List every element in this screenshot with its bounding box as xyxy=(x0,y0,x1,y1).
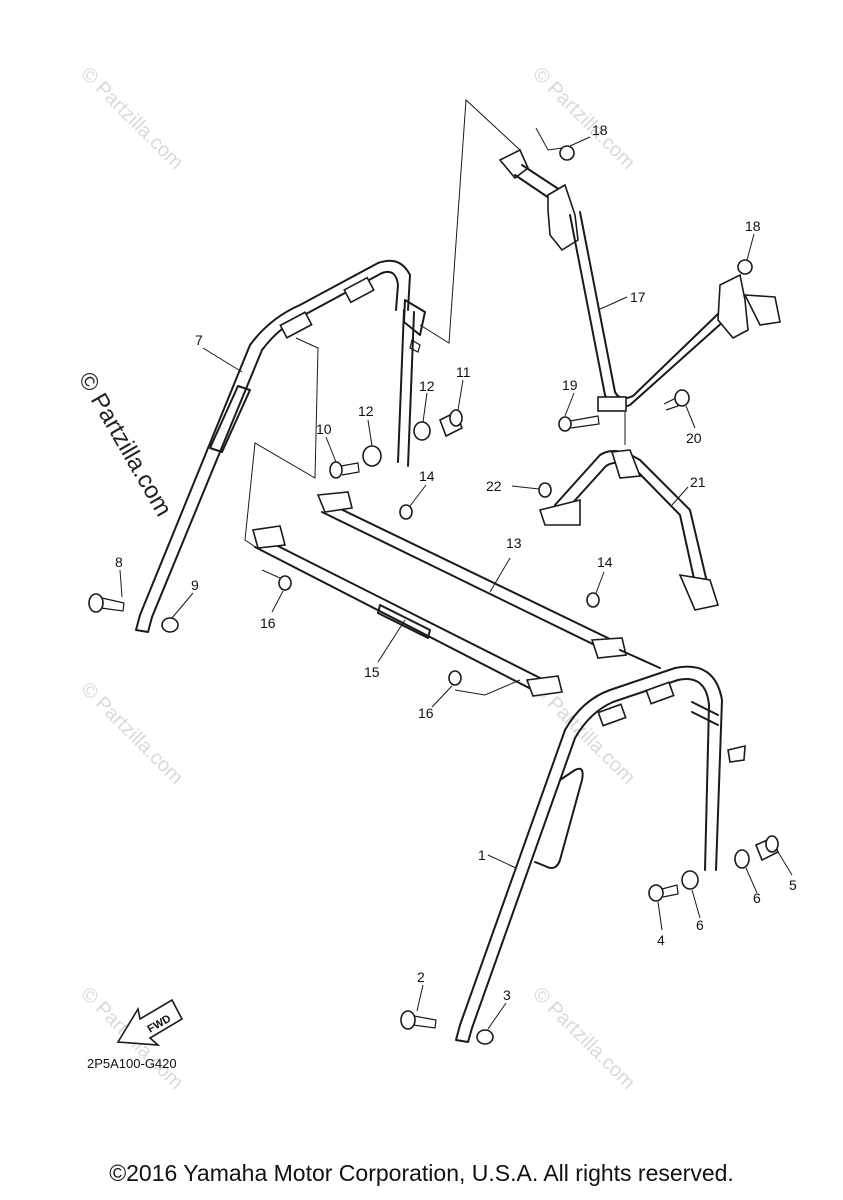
callout-15: 15 xyxy=(364,664,380,680)
watermark-bottom-right: © Partzilla.com xyxy=(528,983,639,1094)
callout-22: 22 xyxy=(486,478,502,494)
callout-21: 21 xyxy=(690,474,706,490)
bolt-part-16b xyxy=(448,670,462,686)
upper-bracket-part-17 xyxy=(498,148,781,412)
callout-10: 10 xyxy=(316,421,332,437)
nut-part-3 xyxy=(476,1029,494,1045)
bushing-part-12b xyxy=(413,421,431,441)
callout-19: 19 xyxy=(562,377,578,393)
callout-14b: 14 xyxy=(597,554,613,570)
callout-18b: 18 xyxy=(745,218,761,234)
bolt-part-14a xyxy=(399,504,413,520)
mounting-lines xyxy=(244,98,563,551)
bolt-part-18a xyxy=(559,145,575,161)
callout-11: 11 xyxy=(456,364,471,380)
callout-12a: 12 xyxy=(358,403,374,419)
fwd-arrow: FWD xyxy=(116,998,184,1046)
callout-3: 3 xyxy=(503,987,511,1003)
bolt-part-14b xyxy=(586,592,600,608)
watermark-mid-left: © Partzilla.com xyxy=(76,678,187,789)
bolt-part-10 xyxy=(329,461,360,479)
callout-17: 17 xyxy=(630,289,646,305)
bushing-part-6b xyxy=(734,849,750,869)
cross-bar-part-15 xyxy=(251,525,563,697)
bolt-part-8 xyxy=(88,593,125,613)
callout-2: 2 xyxy=(417,969,425,985)
callouts: 1 2 3 4 5 6 6 7 8 9 10 11 12 12 13 14 14… xyxy=(115,122,797,1003)
callout-9: 9 xyxy=(191,577,199,593)
callout-16b: 16 xyxy=(418,705,434,721)
callout-5: 5 xyxy=(789,877,797,893)
bolt-part-19 xyxy=(558,415,600,432)
callout-12b: 12 xyxy=(419,378,435,394)
callout-8: 8 xyxy=(115,554,123,570)
callout-18a: 18 xyxy=(592,122,608,138)
watermark-main: © Partzilla.com xyxy=(73,368,177,522)
callout-13: 13 xyxy=(506,535,522,551)
callout-16a: 16 xyxy=(260,615,276,631)
parts-diagram: © Partzilla.com © Partzilla.com © Partzi… xyxy=(73,63,797,1094)
copyright-notice: ©2016 Yamaha Motor Corporation, U.S.A. A… xyxy=(109,1160,734,1186)
watermark-top-left: © Partzilla.com xyxy=(76,63,187,174)
bolt-part-11 xyxy=(438,409,464,438)
fasteners xyxy=(88,145,780,1045)
cross-bar-part-13 xyxy=(316,491,627,659)
fwd-arrow-icon xyxy=(116,998,184,1046)
leader-lines xyxy=(119,136,793,1030)
callout-14a: 14 xyxy=(419,468,435,484)
bolt-part-2 xyxy=(400,1010,437,1030)
bolt-part-4 xyxy=(648,884,679,902)
callout-4: 4 xyxy=(657,932,665,948)
bolt-part-20 xyxy=(663,389,690,411)
bushing-part-12a xyxy=(362,445,382,467)
callout-7: 7 xyxy=(195,332,203,348)
bolt-part-22 xyxy=(538,482,552,498)
watermark-top-right: © Partzilla.com xyxy=(528,63,639,174)
diagram-code: 2P5A100-G420 xyxy=(87,1056,177,1071)
support-bracket-part-21 xyxy=(538,412,720,611)
callout-6a: 6 xyxy=(753,890,761,906)
bushing-part-6a xyxy=(681,870,699,890)
front-frame-part-1 xyxy=(455,649,746,1043)
bolt-part-16a xyxy=(278,575,292,591)
callout-20: 20 xyxy=(686,430,702,446)
callout-1: 1 xyxy=(478,847,486,863)
nut-part-9 xyxy=(161,617,179,633)
bolt-part-5 xyxy=(754,835,780,862)
rear-frame-part-7 xyxy=(135,259,426,633)
bolt-part-18b xyxy=(737,259,753,275)
callout-6b: 6 xyxy=(696,917,704,933)
